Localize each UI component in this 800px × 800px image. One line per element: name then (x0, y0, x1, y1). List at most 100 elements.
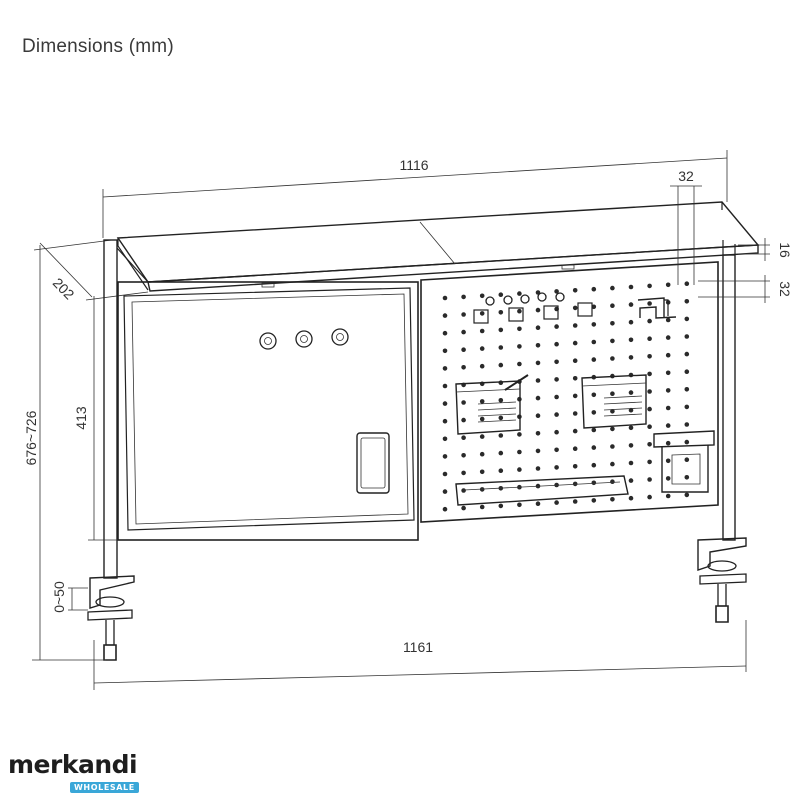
peg-hole (610, 444, 615, 449)
peg-hole (610, 497, 615, 502)
dimension-hole-pitch: 32 (670, 168, 702, 285)
peg-hole (684, 281, 690, 287)
peg-hole (610, 461, 615, 467)
peg-hole (535, 501, 541, 507)
peg-hole (442, 366, 448, 371)
peg-hole (684, 334, 690, 339)
peg-hole (610, 303, 615, 309)
peg-hole (628, 284, 634, 290)
peg-hole (647, 442, 652, 447)
left-post (103, 239, 149, 579)
peg-hole (442, 418, 448, 424)
peg-hole (647, 371, 652, 377)
peg-hole (442, 454, 448, 459)
peg-hole (517, 326, 522, 332)
peg-hole (535, 466, 541, 471)
peg-hole (647, 354, 652, 359)
peg-hole (479, 328, 485, 334)
pen-tray (455, 475, 629, 506)
peg-hole (628, 443, 634, 448)
pegboard-hook (520, 292, 559, 320)
pegboard-hook (555, 292, 593, 317)
peg-hole (479, 346, 485, 351)
peg-hole (517, 449, 522, 455)
peg-hole (442, 348, 448, 354)
peg-hole (684, 387, 690, 392)
peg-hole (554, 324, 559, 329)
peg-hole (628, 460, 634, 466)
peg-hole (684, 299, 690, 304)
peg-hole (554, 341, 559, 347)
peg-hole (535, 343, 541, 348)
peg-hole (591, 462, 597, 468)
peg-hole (572, 464, 578, 469)
shelf (116, 201, 760, 292)
peg-hole (461, 435, 466, 441)
peg-hole (498, 310, 504, 315)
peg-hole (498, 450, 504, 456)
peg-hole (461, 329, 466, 335)
peg-hole (479, 293, 485, 299)
peg-hole (591, 339, 597, 345)
peg-hole (591, 357, 597, 362)
peg-hole (479, 311, 485, 316)
peg-hole (498, 345, 504, 350)
magnet-button (295, 330, 313, 348)
peg-hole (479, 416, 485, 422)
peg-hole (647, 459, 652, 465)
peg-hole (517, 432, 522, 437)
peg-hole (591, 322, 597, 327)
peg-hole (665, 476, 671, 481)
peg-hole (498, 292, 504, 298)
pegboard-holes (442, 281, 690, 512)
peg-hole (647, 406, 652, 412)
peg-hole (684, 351, 690, 357)
peg-hole (572, 499, 578, 504)
peg-hole (442, 489, 448, 494)
peg-hole (628, 390, 634, 395)
peg-hole (572, 340, 578, 346)
peg-hole (572, 305, 578, 311)
peg-hole (479, 504, 485, 510)
peg-hole (628, 495, 634, 501)
cup-holder (653, 430, 715, 493)
peg-hole (498, 433, 504, 438)
hook-row (473, 292, 593, 324)
peg-hole (665, 352, 671, 358)
peg-hole (665, 423, 671, 428)
peg-hole (628, 302, 634, 307)
peg-hole (647, 301, 652, 306)
peg-hole (554, 465, 559, 470)
peg-hole (591, 427, 597, 433)
peg-hole (591, 410, 597, 415)
peg-hole (684, 439, 690, 445)
peg-hole (647, 389, 652, 394)
peg-hole (572, 288, 578, 293)
peg-hole (610, 426, 615, 432)
peg-hole (498, 415, 504, 421)
magnet-button (331, 328, 349, 346)
peg-hole (665, 335, 671, 340)
peg-hole (665, 405, 671, 411)
peg-hole (442, 313, 448, 318)
label-total-width: 1161 (403, 639, 433, 655)
peg-hole (610, 356, 615, 361)
label-panel-height: 413 (73, 406, 89, 430)
logo-tagline: WHOLESALE (70, 782, 139, 793)
peg-hole (498, 503, 504, 509)
label-shelf-width: 1116 (399, 157, 428, 173)
peg-hole (554, 500, 559, 505)
peg-hole (554, 377, 559, 382)
peg-hole (591, 304, 597, 310)
peg-hole (628, 425, 634, 431)
diagram-title: Dimensions (mm) (22, 36, 174, 57)
peg-hole (628, 319, 634, 325)
peg-hole (665, 493, 671, 499)
peg-hole (684, 369, 690, 375)
peg-hole (572, 376, 578, 381)
magnet-button (259, 332, 277, 350)
peg-hole (684, 457, 690, 463)
peg-hole (461, 347, 466, 353)
peg-hole (591, 286, 597, 292)
peg-hole (461, 400, 466, 405)
